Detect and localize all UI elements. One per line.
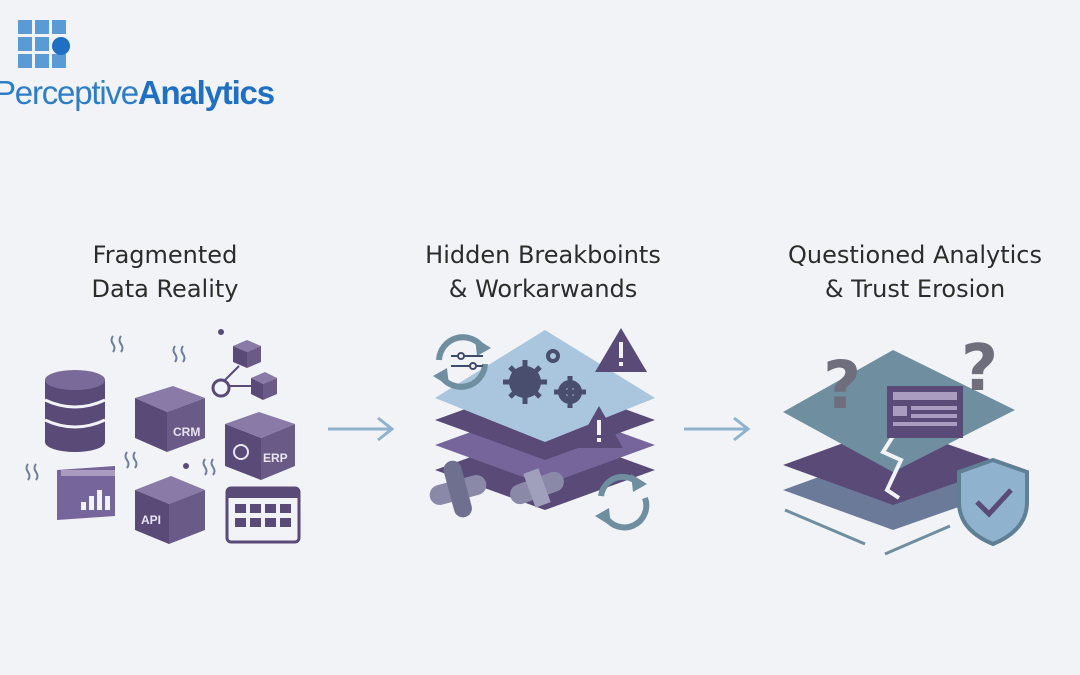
- crack-icon: [880, 428, 904, 500]
- question-mark-icon: ?: [961, 332, 998, 406]
- stage-1-title-line1: Fragmented: [92, 241, 238, 269]
- stage-2-title-line2: & Workarwands: [448, 275, 638, 303]
- stage-2-title: Hidden Breakboints & Workarwands: [398, 238, 688, 306]
- logo-text-regular: Perceptive: [0, 74, 139, 111]
- logo-wordmark: PerceptiveAnalytics: [0, 74, 275, 112]
- warning-triangle-icon: [595, 328, 647, 372]
- company-logo: PerceptiveAnalytics: [0, 18, 275, 118]
- erp-cube-icon: ERP: [225, 412, 295, 480]
- shield-check-icon: [957, 457, 1029, 547]
- logo-grid-icon: [18, 20, 70, 68]
- stage-3-title: Questioned Analytics & Trust Erosion: [760, 238, 1070, 306]
- bar-chart-card-icon: [57, 466, 115, 520]
- fragmented-data-illustration: CRM ERP API: [25, 329, 301, 544]
- logo-text-bold: Analytics: [137, 74, 275, 111]
- hidden-breakpoints-illustration: [429, 328, 655, 531]
- stage-2-title-line1: Hidden Breakboints: [425, 241, 661, 269]
- stage-1-title-line2: Data Reality: [91, 275, 239, 303]
- sliders-icon: [451, 352, 483, 370]
- api-label: API: [141, 513, 161, 527]
- arrow-right-icon: [328, 416, 395, 442]
- dashboard-panel-icon: [887, 386, 963, 438]
- question-mark-icon: ?: [823, 347, 861, 424]
- bandage-patch-icon: [510, 468, 564, 508]
- calendar-grid-icon: [225, 486, 301, 544]
- stage-3-title-line2: & Trust Erosion: [824, 275, 1006, 303]
- crm-label: CRM: [173, 425, 200, 439]
- gears-icon: [503, 349, 586, 408]
- stage-1-title: Fragmented Data Reality: [40, 238, 290, 306]
- erp-label: ERP: [263, 451, 288, 465]
- bandage-patch-icon: [429, 460, 487, 518]
- network-nodes-icon: [211, 329, 277, 400]
- wavy-lines-icon: [25, 335, 216, 481]
- crm-cube-icon: CRM: [135, 386, 205, 452]
- warning-triangle-icon: [575, 406, 623, 448]
- api-cube-icon: API: [135, 463, 205, 544]
- database-icon: [44, 370, 106, 452]
- trust-erosion-illustration: ? ?: [783, 332, 1029, 556]
- stage-3-title-line1: Questioned Analytics: [788, 241, 1042, 269]
- arrow-right-icon: [684, 416, 751, 442]
